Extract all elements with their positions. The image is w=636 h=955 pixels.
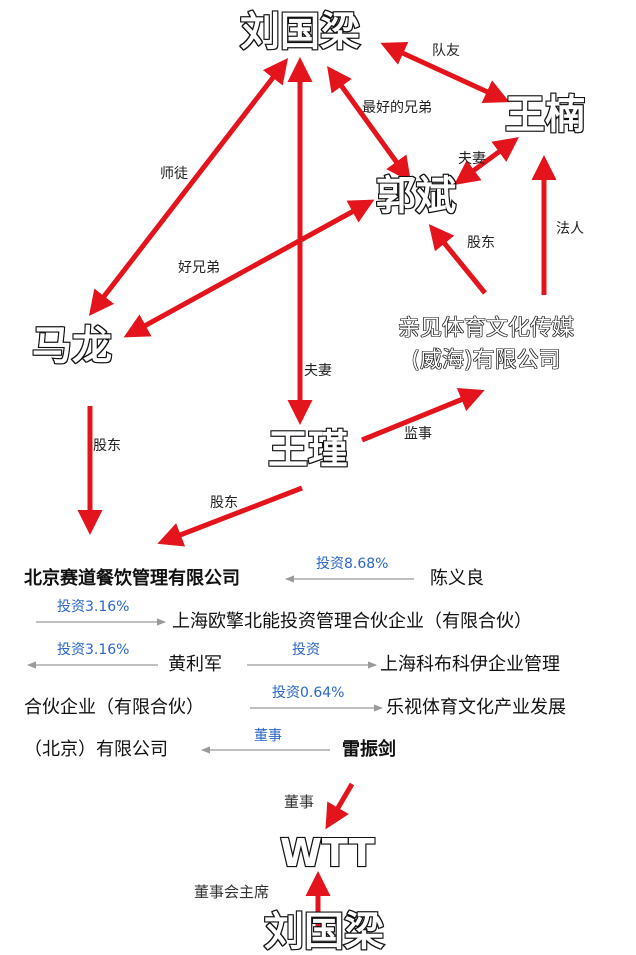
inv-row2: 投资3.16%	[57, 599, 130, 615]
node-wang-nan: 王楠	[504, 92, 586, 138]
edges-layer	[27, 41, 557, 929]
label-good-brothers: 好兄弟	[178, 260, 220, 276]
qinjian-line-2: (威海)有限公司	[411, 347, 561, 374]
edge-guobin-malong	[123, 199, 375, 338]
inv-row3-right: 投资	[292, 642, 320, 658]
label-best-brothers: 最好的兄弟	[362, 100, 432, 116]
edge-lei-wtt	[325, 782, 355, 830]
label-legal-person: 法人	[556, 221, 584, 237]
edge-liu-wangnan	[380, 41, 510, 104]
company-kebu-cont: 合伙企业（有限合伙）	[24, 697, 204, 718]
company-leshi: 乐视体育文化产业发展	[386, 697, 566, 718]
node-guo-bin: 郭斌	[375, 173, 457, 219]
inv-row1: 投资8.68%	[316, 556, 389, 572]
edge-wangjin-qinjian	[361, 387, 485, 443]
label-teammates: 队友	[432, 43, 460, 59]
relationship-diagram: 刘国梁 王楠 郭斌 马龙 王瑾 亲见体育文化传媒 (威海)有限公司 WTT 刘国…	[24, 9, 586, 953]
label-shareholder-ma: 股东	[93, 438, 121, 454]
company-leshi-cont: （北京）有限公司	[24, 739, 168, 760]
person-huang-lijun: 黄利军	[168, 654, 222, 675]
edge-qinjian-guobin	[428, 224, 487, 295]
edge-liu-guobin	[327, 65, 411, 183]
label-master-apprentice: 师徒	[160, 166, 188, 182]
company-ouqing: 上海欧擎北能投资管理合伙企业（有限合伙）	[172, 611, 532, 632]
label-chairman: 董事会主席	[194, 883, 270, 901]
qinjian-line-1: 亲见体育文化传媒	[398, 316, 575, 342]
label-supervisor: 监事	[404, 426, 432, 442]
person-chen-yiliang: 陈义良	[430, 568, 484, 589]
company-saidao: 北京赛道餐饮管理有限公司	[24, 568, 240, 589]
label-shareholder-wang: 股东	[210, 495, 238, 511]
label-couple-long: 夫妻	[304, 363, 332, 379]
node-qinjian-company: 亲见体育文化传媒 (威海)有限公司	[398, 313, 575, 377]
inv-row4: 投资0.64%	[272, 685, 345, 701]
node-liu-guoliang: 刘国梁	[239, 9, 361, 55]
node-ma-long: 马龙	[31, 323, 113, 369]
company-kebu: 上海科布科伊企业管理	[380, 654, 560, 675]
node-liu-guoliang-bottom: 刘国梁	[263, 909, 385, 955]
person-lei-zhenjian: 雷振剑	[342, 739, 396, 760]
label-shareholder-guo: 股东	[467, 235, 495, 251]
node-wtt: WTT	[279, 831, 376, 875]
node-wang-jin: 王瑾	[267, 427, 349, 473]
edge-wangjin-saidao	[157, 485, 303, 547]
edge-wangnan-guobin	[453, 137, 520, 185]
inv-row3-left: 投资3.16%	[57, 642, 130, 658]
label-director: 董事	[284, 793, 315, 811]
label-couple-top: 夫妻	[458, 151, 486, 167]
role-director: 董事	[254, 728, 282, 744]
